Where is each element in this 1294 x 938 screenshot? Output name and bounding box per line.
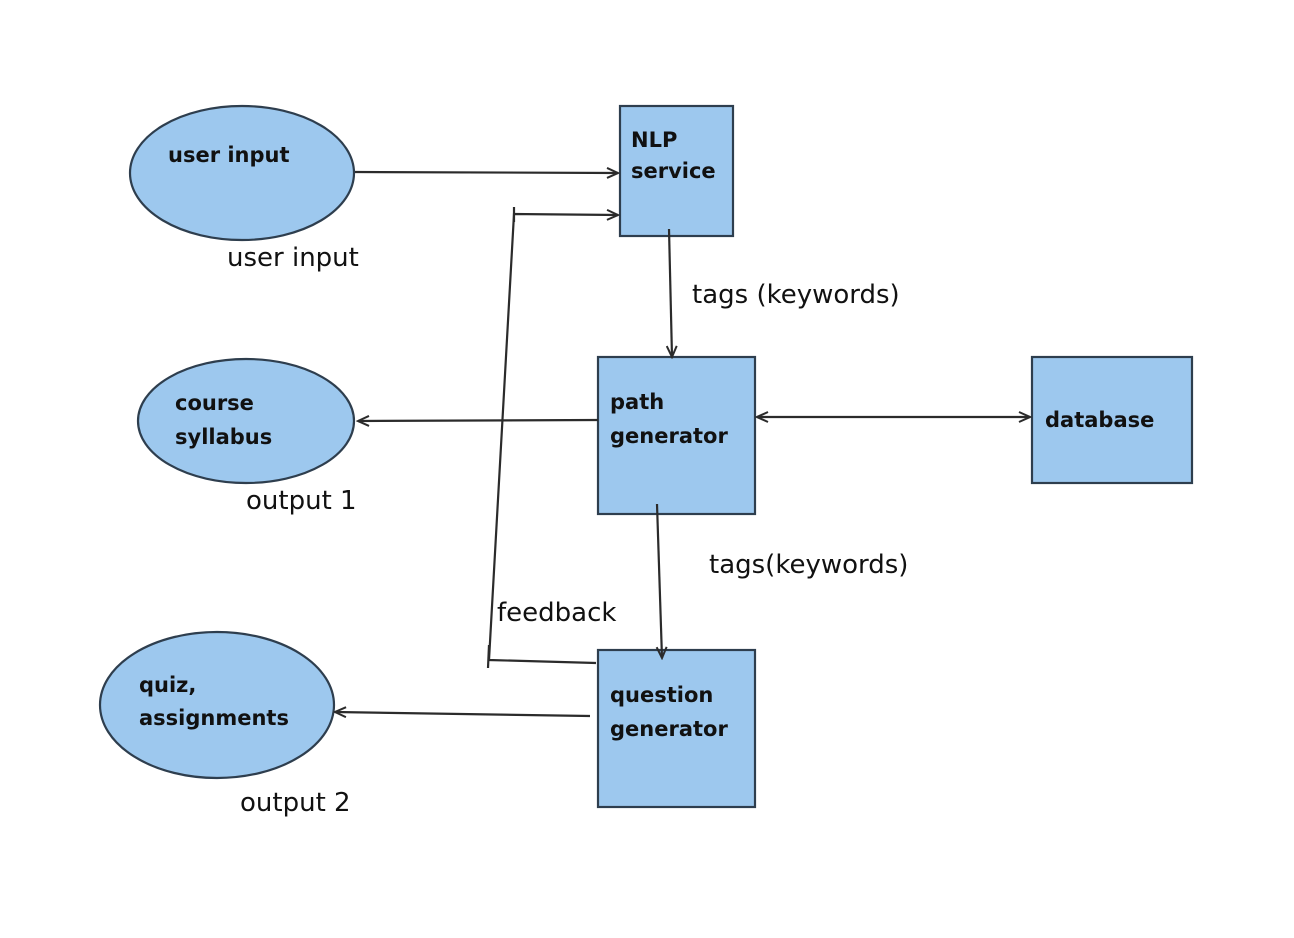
edge-feedback-question-generator-to-nlp-service	[487, 214, 618, 665]
edge-question-generator-to-quiz-assignments	[335, 712, 591, 716]
question-generator-box	[596, 648, 757, 809]
course-syllabus-ellipse	[136, 357, 356, 485]
nlp-service-box	[618, 104, 735, 238]
course-syllabus-label-line-2: syllabus	[175, 425, 272, 449]
path-generator-label-line-1: path	[610, 390, 664, 414]
node-nlp-service: NLP service	[618, 104, 735, 238]
nlp-service-label-line-2: service	[631, 159, 716, 183]
edge-user-input-to-nlp-service	[354, 172, 618, 173]
node-user-input: user input	[128, 104, 356, 242]
quiz-assignments-ellipse	[98, 630, 336, 780]
course-syllabus-label-line-1: course	[175, 391, 254, 415]
node-course-syllabus: course syllabus	[136, 357, 356, 485]
quiz-assignments-label-line-1: quiz,	[139, 673, 196, 697]
user-input-label-line-1: user input	[168, 143, 290, 167]
edge-path-generator-to-course-syllabus	[358, 420, 599, 421]
question-generator-label-line-2: generator	[610, 717, 728, 741]
path-generator-box	[596, 355, 757, 516]
feedback-bottom-tick	[486, 644, 491, 669]
edge-label-feedback: feedback	[497, 598, 616, 628]
node-database: database	[1030, 355, 1194, 485]
edge-nlp-service-to-path-generator	[669, 228, 672, 357]
user-input-ellipse	[128, 104, 356, 242]
caption-user-input: user input	[227, 243, 359, 273]
node-path-generator: path generator	[596, 355, 757, 516]
edge-label-tags-2: tags(keywords)	[709, 550, 908, 580]
nlp-service-label-line-1: NLP	[631, 128, 677, 152]
node-question-generator: question generator	[596, 648, 757, 809]
question-generator-label-line-1: question	[610, 683, 713, 707]
caption-output-2: output 2	[240, 788, 351, 818]
caption-output-1: output 1	[246, 486, 357, 516]
quiz-assignments-label-line-2: assignments	[139, 706, 289, 730]
database-label-line-1: database	[1045, 408, 1154, 432]
edge-label-tags-1: tags (keywords)	[692, 280, 900, 310]
node-quiz-assignments: quiz, assignments	[98, 630, 336, 780]
path-generator-label-line-2: generator	[610, 424, 728, 448]
edge-path-generator-to-question-generator	[657, 503, 662, 658]
database-box	[1030, 355, 1194, 485]
